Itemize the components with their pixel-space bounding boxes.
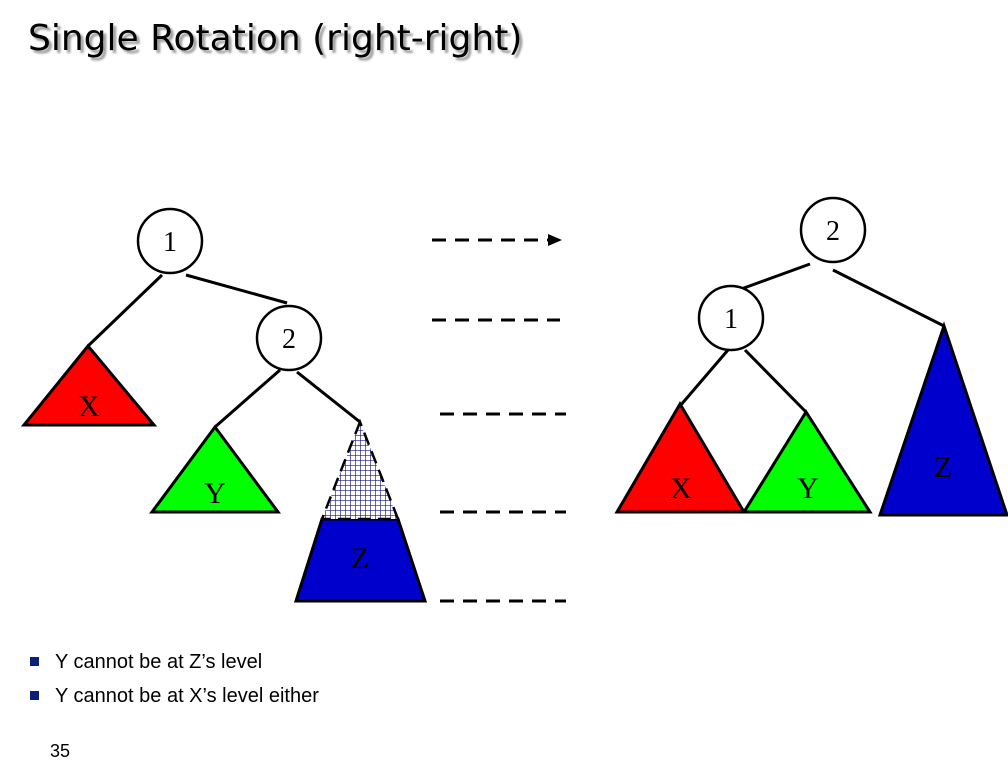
node-2-after: 2: [799, 196, 867, 264]
level-guides: [432, 238, 566, 603]
node-2-before: 2: [255, 304, 323, 372]
tree-after: X Y Z 2 1: [614, 196, 1008, 517]
slide-title: Single Rotation (right-right): [28, 18, 523, 59]
page-number: 35: [50, 741, 71, 761]
bullet-item: Y cannot be at Z’s level: [28, 645, 319, 679]
subtree-z-after-label: Z: [934, 451, 952, 484]
tree-before: X Y Z 1 2: [20, 207, 428, 603]
subtree-z-label: Z: [351, 542, 369, 575]
bullet-list: Y cannot be at Z’s level Y cannot be at …: [28, 645, 319, 713]
subtree-z-after: [877, 321, 1008, 517]
node-1-after: 1: [697, 284, 765, 352]
edge-2-to-y: [214, 368, 281, 429]
subtree-x-after-label: X: [670, 472, 692, 505]
edge-2-to-z: [296, 370, 361, 424]
subtree-z-hatched-top: [320, 418, 400, 521]
edge-1-to-2: [185, 273, 288, 305]
node-1-before-label: 1: [163, 227, 177, 258]
node-1-after-label: 1: [724, 304, 738, 335]
edge-1-to-y: [743, 348, 808, 414]
square-bullet-icon: [30, 657, 39, 666]
bullet-text: Y cannot be at Z’s level: [55, 651, 263, 673]
subtree-y: [149, 424, 281, 514]
rotation-arrow-head: [548, 234, 562, 246]
edge-2-to-z: [832, 268, 945, 328]
subtree-x-after: [614, 401, 747, 514]
node-2-before-label: 2: [282, 324, 296, 355]
edge-1-to-x: [86, 273, 164, 348]
node-1-before-circle: [136, 207, 204, 275]
subtree-x-label: X: [78, 390, 100, 423]
node-2-after-label: 2: [826, 216, 840, 247]
node-2-after-circle: [799, 196, 867, 264]
subtree-y-after-label: Y: [797, 472, 819, 505]
edge-1-to-x: [678, 349, 730, 407]
node-1-after-circle: [697, 284, 765, 352]
square-bullet-icon: [30, 691, 39, 700]
bullet-text: Y cannot be at X’s level either: [55, 685, 319, 707]
node-2-before-circle: [255, 304, 323, 372]
bullet-item: Y cannot be at X’s level either: [28, 679, 319, 713]
subtree-x: [20, 343, 158, 427]
edge-2-to-1: [732, 262, 811, 294]
subtree-y-label: Y: [204, 477, 226, 510]
subtree-y-after: [741, 409, 873, 514]
node-1-before: 1: [136, 207, 204, 275]
